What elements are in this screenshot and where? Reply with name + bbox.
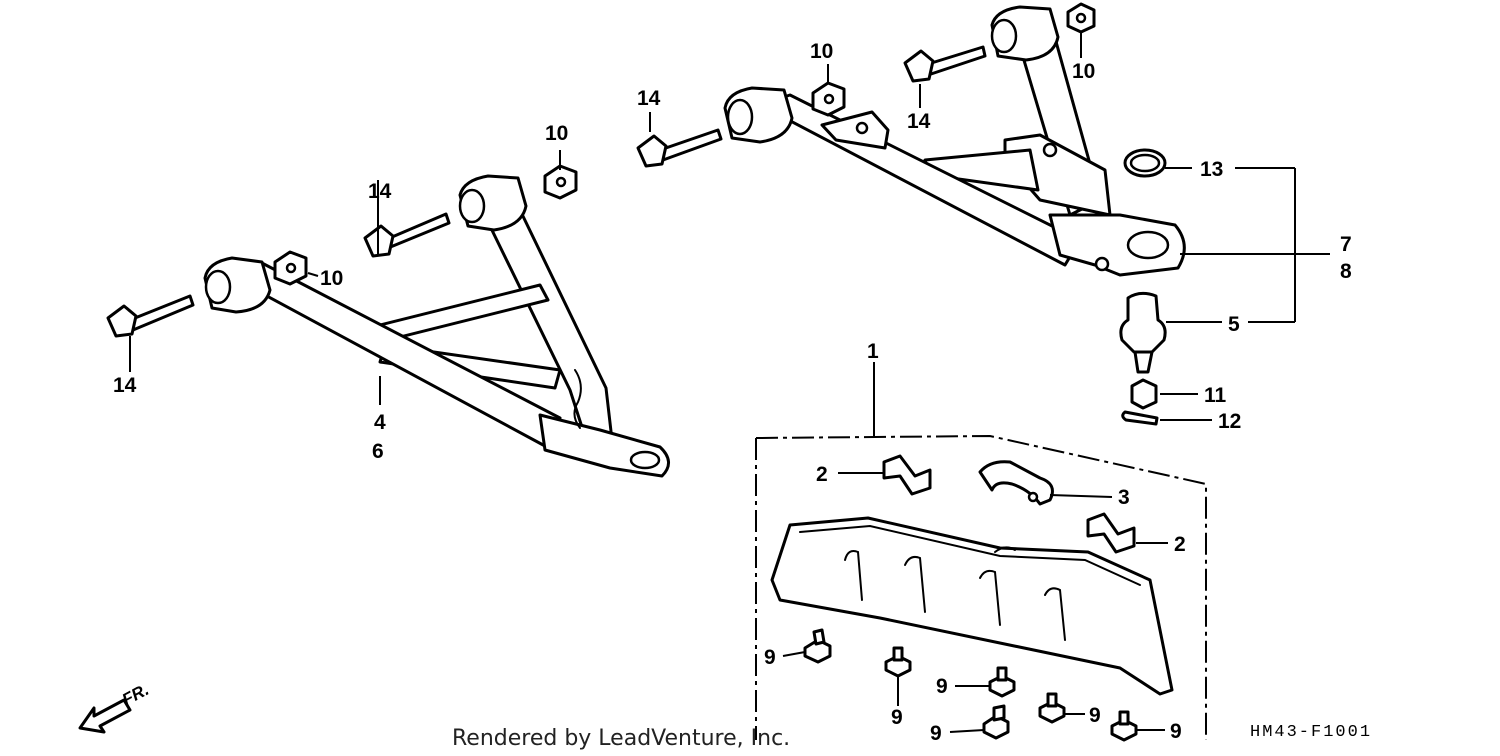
callout-9: 9 [1089, 704, 1101, 727]
callout-4: 4 [374, 411, 386, 434]
callout-12: 12 [1218, 410, 1241, 433]
front-arrow-icon: FR. [78, 680, 152, 734]
lower-arm-right[interactable] [723, 5, 1186, 277]
bolt-icon [903, 45, 987, 83]
bracket-icon [882, 454, 932, 496]
callout-6: 6 [372, 440, 384, 463]
callout-2: 2 [1174, 533, 1186, 556]
castle-nut-icon [1130, 378, 1158, 410]
callout-2: 2 [816, 463, 828, 486]
nut-icon [543, 164, 578, 200]
screw-icon [1110, 710, 1138, 742]
callout-10: 10 [810, 40, 833, 63]
bolt-icon [106, 294, 195, 338]
callout-14: 14 [907, 110, 931, 133]
screw-icon [988, 666, 1016, 698]
callout-9: 9 [1170, 720, 1182, 743]
nut-icon [811, 81, 846, 117]
circlip-icon [1123, 148, 1167, 178]
callout-9: 9 [891, 706, 903, 729]
callout-9: 9 [936, 675, 948, 698]
callout-9: 9 [930, 722, 942, 745]
clamp-icon [978, 460, 1054, 506]
screw-icon [803, 628, 832, 664]
skid-plate[interactable] [770, 516, 1174, 696]
leader-lines [129, 32, 1330, 733]
callout-10: 10 [545, 122, 568, 145]
callout-8: 8 [1340, 260, 1352, 283]
bracket-icon [1086, 512, 1136, 554]
screw-icon [884, 646, 912, 678]
callout-7: 7 [1340, 233, 1352, 256]
callout-13: 13 [1200, 158, 1223, 181]
callout-14: 14 [368, 180, 392, 203]
callout-3: 3 [1118, 486, 1130, 509]
lower-arm-left[interactable] [203, 174, 670, 478]
callout-10: 10 [1072, 60, 1095, 83]
bolt-icon [636, 128, 723, 168]
callout-1: 1 [867, 340, 879, 363]
screw-icon [1038, 692, 1066, 724]
nut-icon [273, 250, 308, 286]
callout-10: 10 [320, 267, 343, 290]
ball-joint-icon [1119, 291, 1167, 374]
callout-14: 14 [113, 374, 137, 397]
callout-14: 14 [637, 87, 661, 110]
nut-icon [1066, 2, 1096, 34]
callout-11: 11 [1204, 384, 1227, 407]
screw-icon [982, 704, 1010, 740]
cotter-pin-icon [1121, 410, 1159, 426]
diagram-code: HM43-F1001 [1250, 723, 1372, 742]
callout-9: 9 [764, 646, 776, 669]
callout-5: 5 [1228, 313, 1240, 336]
kit-outline [755, 434, 1207, 740]
render-credit: Rendered by LeadVenture, Inc. [452, 726, 790, 751]
